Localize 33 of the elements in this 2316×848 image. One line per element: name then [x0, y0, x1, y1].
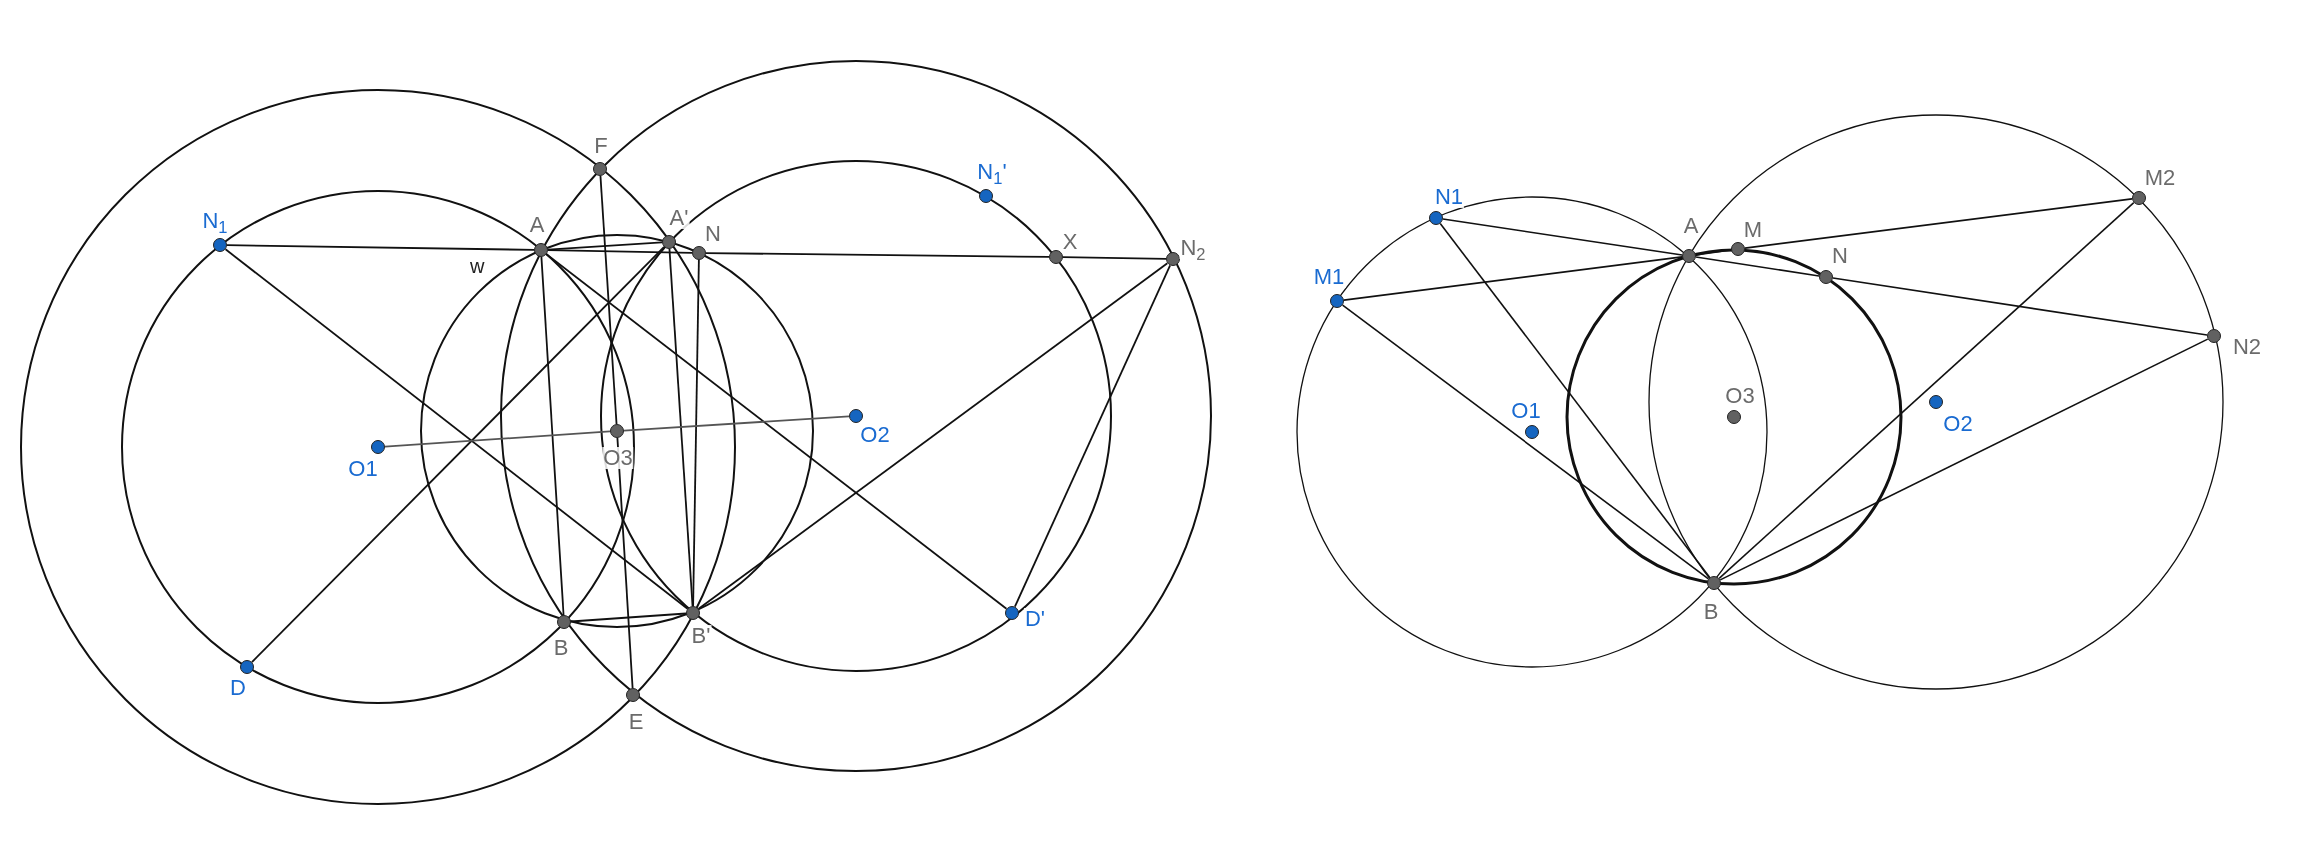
line-segment — [540, 256, 565, 616]
line-segment — [692, 259, 700, 607]
line-segment — [1439, 222, 1711, 579]
line-segment — [1062, 256, 1167, 260]
point-label: A' — [668, 207, 690, 229]
line-segment — [1744, 198, 2133, 249]
line-segment — [697, 262, 1169, 610]
point-label: N$_{2}$ — [1179, 237, 1207, 259]
line-segment — [1718, 201, 2135, 580]
line-segment — [623, 415, 850, 432]
circle-label: w — [470, 256, 485, 276]
line-segment — [1695, 256, 1820, 277]
line-segment — [224, 248, 689, 610]
line-segment — [1719, 338, 2209, 581]
line-segment — [226, 244, 535, 251]
line-segment — [547, 249, 693, 254]
point-label: N$_{1}$ — [201, 210, 229, 232]
line-segment — [1014, 264, 1171, 608]
line-segment — [570, 612, 687, 623]
line-segment — [384, 430, 611, 448]
line-segment — [1343, 256, 1683, 301]
line-segment — [705, 252, 1050, 258]
point-label: N1 — [1433, 186, 1465, 208]
line-segment — [545, 253, 1008, 610]
line-segment — [547, 241, 663, 251]
line-segment — [1695, 249, 1732, 256]
point-label: O3 — [602, 447, 634, 469]
line-segment — [1832, 277, 2208, 336]
line-segment — [668, 248, 694, 607]
line-segment — [251, 246, 665, 663]
point-label: N$_{1}$' — [976, 161, 1008, 183]
line-segment — [1341, 304, 1710, 580]
line-segment — [1442, 218, 1683, 256]
